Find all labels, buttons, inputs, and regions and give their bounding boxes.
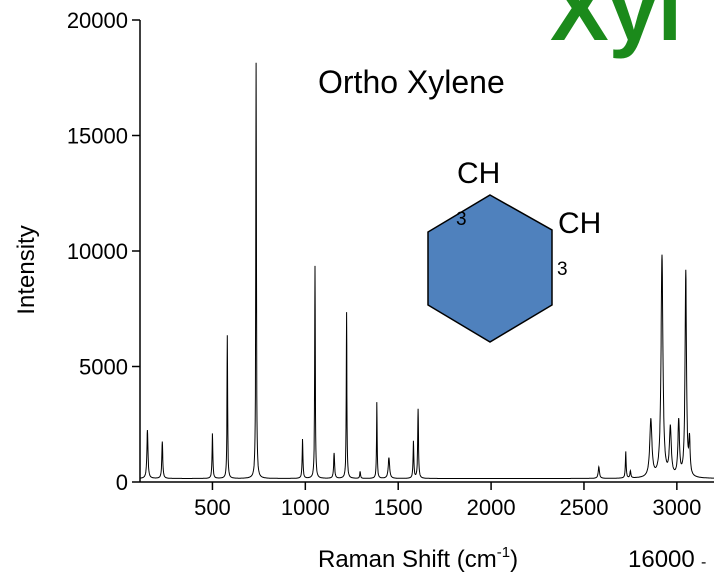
y-tick-label: 0: [116, 470, 128, 495]
y-axis-ticks: 0 5000 10000 15000 20000: [67, 8, 140, 495]
footer-number: 16000: [628, 546, 695, 573]
x-axis-ticks: 500 1000 1500 2000 2500 3000: [194, 482, 701, 520]
x-tick-label: 3000: [652, 495, 701, 520]
y-tick-label: 15000: [67, 124, 128, 149]
chart-title: Ortho Xylene: [318, 64, 505, 100]
x-axis-title: Raman Shift (cm-1): [318, 544, 518, 573]
methyl-subscript-right: 3: [557, 259, 568, 280]
y-tick-label: 5000: [79, 355, 128, 380]
header-title: Xyl: [550, 0, 682, 59]
x-tick-label: 1000: [281, 495, 330, 520]
x-axis-title-close: ): [510, 546, 518, 573]
x-tick-label: 500: [194, 495, 231, 520]
x-tick-label: 2000: [467, 495, 516, 520]
spectrum-series-line: [140, 62, 714, 479]
x-tick-label: 1500: [374, 495, 423, 520]
x-axis-title-main: Raman Shift (cm: [318, 546, 497, 573]
x-axis-title-superscript: -1: [497, 544, 510, 561]
benzene-ring-hexagon: [427, 194, 553, 343]
y-tick-label: 20000: [67, 8, 128, 33]
footer-dash: -: [701, 554, 706, 571]
y-axis-title: Intensity: [13, 225, 40, 314]
methyl-label-top: CH: [457, 157, 500, 190]
x-tick-label: 2500: [559, 495, 608, 520]
y-tick-label: 10000: [67, 239, 128, 264]
methyl-subscript-top: 3: [456, 209, 467, 230]
methyl-label-right: CH: [558, 207, 601, 240]
